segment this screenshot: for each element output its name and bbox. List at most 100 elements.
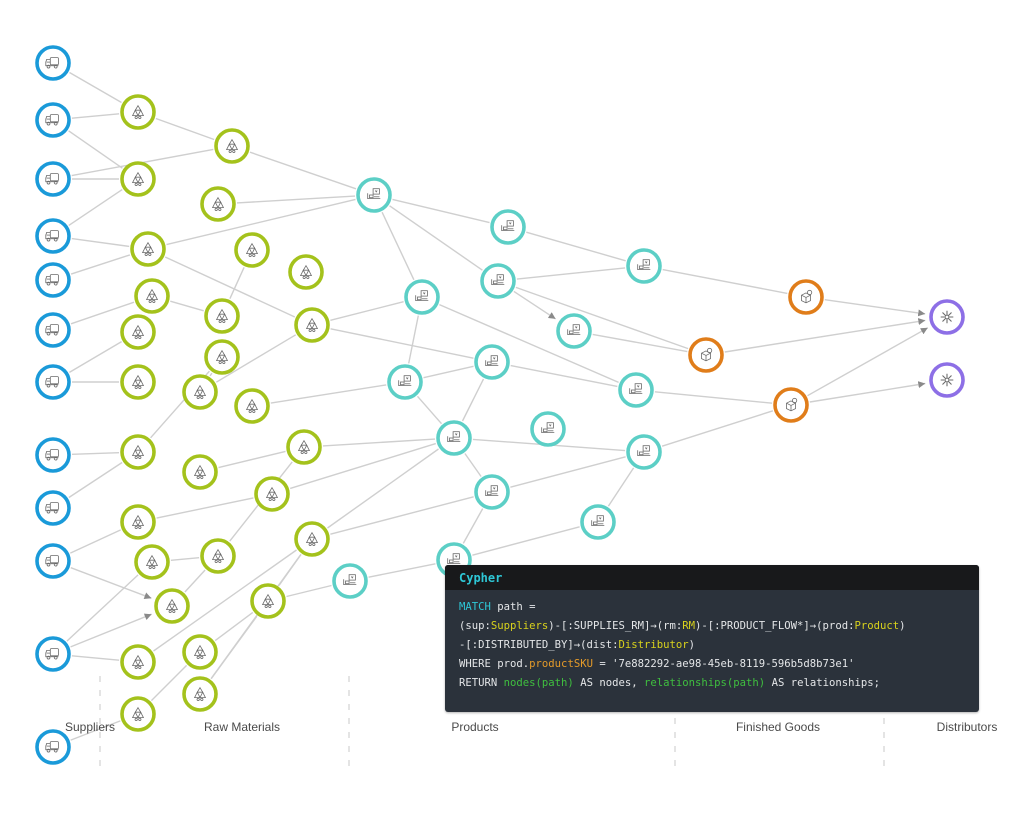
raw-material-node[interactable] — [200, 186, 236, 222]
product-node[interactable] — [490, 209, 526, 245]
product-node[interactable] — [332, 563, 368, 599]
product-node[interactable] — [387, 364, 423, 400]
node-ring — [556, 313, 592, 349]
raw-material-node[interactable] — [134, 278, 170, 314]
node-ring — [250, 583, 286, 619]
raw-material-node[interactable] — [294, 307, 330, 343]
supplier-node[interactable] — [35, 102, 71, 138]
supplier-node[interactable] — [35, 45, 71, 81]
supplier-node[interactable] — [35, 161, 71, 197]
raw-material-node[interactable] — [254, 476, 290, 512]
edge-p1-p3 — [381, 211, 415, 281]
raw-material-node[interactable] — [120, 504, 156, 540]
node-ring — [182, 634, 218, 670]
finished-good-node[interactable] — [788, 279, 824, 315]
raw-material-node[interactable] — [120, 364, 156, 400]
finished-good-node[interactable] — [688, 337, 724, 373]
node-ring — [35, 364, 71, 400]
cypher-query[interactable]: MATCH path =(sup:Suppliers)-[:SUPPLIES_R… — [445, 590, 979, 693]
edge-p4-f2 — [515, 286, 689, 350]
supplier-node[interactable] — [35, 543, 71, 579]
edge-r14-r11 — [215, 334, 297, 383]
lane-label-finished-goods: Finished Goods — [735, 720, 821, 734]
supplier-node[interactable] — [35, 636, 71, 672]
product-node[interactable] — [404, 279, 440, 315]
supplier-node[interactable] — [35, 218, 71, 254]
edge-r5-p1 — [166, 198, 356, 246]
raw-material-node[interactable] — [200, 538, 236, 574]
supplier-node[interactable] — [35, 729, 71, 765]
edge-p7-p8 — [423, 365, 474, 379]
edge-s2-r2 — [68, 130, 123, 169]
nodes — [35, 45, 965, 765]
edge-r25-p16 — [286, 584, 332, 598]
raw-material-node[interactable] — [182, 454, 218, 490]
product-node[interactable] — [474, 344, 510, 380]
product-node[interactable] — [580, 504, 616, 540]
edge-p8-p11 — [416, 395, 443, 425]
code-line: RETURN nodes(path) AS nodes, relationshi… — [459, 674, 965, 693]
edge-p13-p11 — [464, 453, 482, 477]
edge-r19-p11 — [289, 442, 437, 490]
code-token: RETURN — [459, 677, 504, 689]
raw-material-node[interactable] — [288, 254, 324, 290]
edge-p3-p9 — [439, 303, 619, 384]
raw-material-node[interactable] — [154, 588, 190, 624]
node-ring — [35, 161, 71, 197]
node-ring — [182, 374, 218, 410]
product-node[interactable] — [626, 434, 662, 470]
raw-material-node[interactable] — [130, 231, 166, 267]
node-ring — [387, 364, 423, 400]
node-ring — [332, 563, 368, 599]
raw-material-node[interactable] — [120, 161, 156, 197]
edge-s5-r5 — [70, 254, 131, 275]
raw-material-node[interactable] — [286, 429, 322, 465]
node-ring — [130, 231, 166, 267]
raw-material-node[interactable] — [120, 314, 156, 350]
edge-r21-r22 — [170, 557, 200, 561]
raw-material-node[interactable] — [214, 128, 250, 164]
product-node[interactable] — [618, 372, 654, 408]
edge-r23-p13 — [330, 496, 474, 535]
product-node[interactable] — [474, 474, 510, 510]
edge-p13-p12 — [510, 456, 626, 488]
distributor-node[interactable] — [929, 299, 965, 335]
edges — [66, 71, 929, 741]
raw-material-node[interactable] — [182, 676, 218, 712]
node-ring — [120, 434, 156, 470]
node-ring — [618, 372, 654, 408]
edge-s7-r9 — [69, 340, 122, 374]
finished-good-node[interactable] — [773, 387, 809, 423]
supplier-node[interactable] — [35, 490, 71, 526]
node-ring — [490, 209, 526, 245]
product-node[interactable] — [436, 420, 472, 456]
node-ring — [480, 263, 516, 299]
raw-material-node[interactable] — [120, 696, 156, 732]
node-ring — [120, 314, 156, 350]
raw-material-node[interactable] — [294, 521, 330, 557]
supplier-node[interactable] — [35, 262, 71, 298]
raw-material-node[interactable] — [120, 94, 156, 130]
raw-material-node[interactable] — [204, 298, 240, 334]
raw-material-node[interactable] — [234, 388, 270, 424]
product-node[interactable] — [480, 263, 516, 299]
raw-material-node[interactable] — [120, 644, 156, 680]
raw-material-node[interactable] — [120, 434, 156, 470]
raw-material-node[interactable] — [234, 232, 270, 268]
supplier-node[interactable] — [35, 437, 71, 473]
distributor-node[interactable] — [929, 362, 965, 398]
product-node[interactable] — [626, 248, 662, 284]
raw-material-node[interactable] — [134, 544, 170, 580]
product-node[interactable] — [556, 313, 592, 349]
raw-material-node[interactable] — [204, 339, 240, 375]
raw-material-node[interactable] — [182, 634, 218, 670]
code-token: = '7e882292-ae98-45eb-8119-596b5d8b73e1' — [592, 658, 855, 670]
supplier-node[interactable] — [35, 312, 71, 348]
product-node[interactable] — [530, 411, 566, 447]
raw-material-node[interactable] — [182, 374, 218, 410]
raw-material-node[interactable] — [250, 583, 286, 619]
product-node[interactable] — [356, 177, 392, 213]
supplier-node[interactable] — [35, 364, 71, 400]
edge-f1-d1 — [824, 299, 926, 317]
